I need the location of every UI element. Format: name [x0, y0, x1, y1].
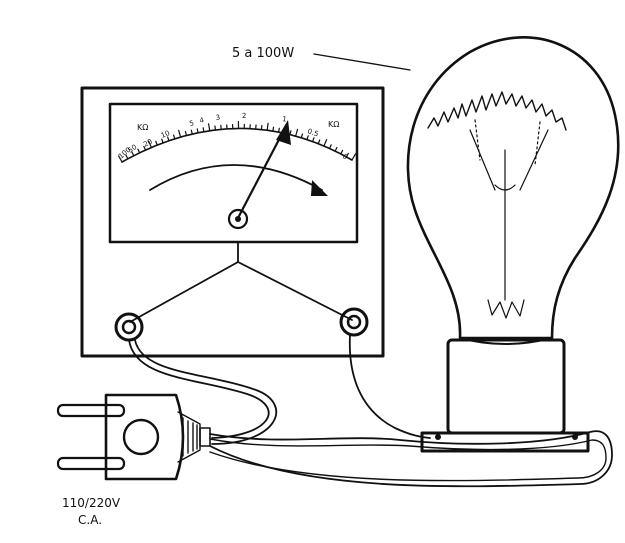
unit-right: KΩ — [328, 120, 339, 129]
scale-tick — [351, 153, 357, 161]
deflection-arrow-head — [311, 180, 328, 196]
light-bulb — [406, 36, 620, 453]
mains-type-label: C.A. — [78, 513, 102, 527]
meter-scale — [117, 120, 357, 196]
scale-tick — [178, 129, 182, 138]
filament — [427, 91, 567, 131]
scale-label-50: 50 — [127, 143, 139, 155]
lamp-power-label: 5 a 100W — [232, 46, 294, 61]
scale-tick — [131, 151, 135, 157]
mains-plug — [56, 393, 211, 481]
scale-tick — [306, 135, 309, 141]
mains-voltage-label: 110/220V — [62, 496, 121, 510]
scale-tick — [202, 127, 205, 133]
scale-tick — [300, 133, 304, 139]
scale-tick — [161, 138, 164, 144]
filament-support — [469, 119, 549, 319]
meter-case — [80, 86, 385, 358]
scale-tick — [117, 155, 123, 163]
scale-label-20: 20 — [142, 138, 154, 149]
scale-tick — [345, 152, 349, 158]
scale-tick — [317, 139, 321, 145]
needle-pivot — [227, 208, 249, 230]
meter-display-window — [108, 102, 359, 244]
scale-tick — [155, 140, 158, 146]
scale-tick — [277, 127, 280, 133]
lamp-power-leader — [313, 53, 411, 71]
scale-tick — [125, 154, 129, 160]
lamp-socket — [446, 338, 566, 435]
scale-label-4: 4 — [199, 116, 206, 125]
scale-tick — [295, 128, 299, 137]
internal-wiring — [129, 241, 353, 323]
scale-tick — [328, 144, 332, 150]
scale-tick — [208, 123, 211, 132]
scale-label-5: 5 — [189, 119, 195, 128]
scale-tick — [323, 138, 328, 147]
scale-label-1: 1 — [282, 115, 288, 124]
scale-tick — [137, 148, 141, 154]
scale-tick — [172, 134, 176, 140]
meter-needle — [236, 120, 291, 220]
terminal-left — [114, 312, 144, 342]
scale-tick — [272, 126, 275, 132]
scale-tick — [289, 130, 292, 136]
scale-label-0.5: 0.5 — [306, 127, 319, 138]
unit-left: KΩ — [137, 123, 148, 132]
scale-label-2: 2 — [242, 112, 247, 120]
scale-label-3: 3 — [215, 113, 221, 122]
wires — [128, 334, 613, 488]
scale-numbers: 100 50 20 10 5 4 3 2 1 0.5 0 KΩ KΩ — [117, 112, 349, 162]
scale-tick — [167, 136, 170, 142]
scale-tick — [190, 129, 193, 135]
scale-label-0: 0 — [341, 152, 350, 161]
deflection-arc — [149, 164, 323, 191]
terminal-right — [339, 307, 369, 337]
scale-tick — [340, 149, 344, 155]
scale-tick — [143, 145, 147, 151]
scale-tick — [196, 128, 199, 134]
scale-label-10: 10 — [160, 129, 171, 140]
scale-tick — [184, 131, 188, 137]
scale-tick — [266, 122, 269, 131]
scale-tick — [312, 137, 315, 143]
scale-tick — [148, 140, 153, 149]
scale-tick — [334, 146, 338, 152]
